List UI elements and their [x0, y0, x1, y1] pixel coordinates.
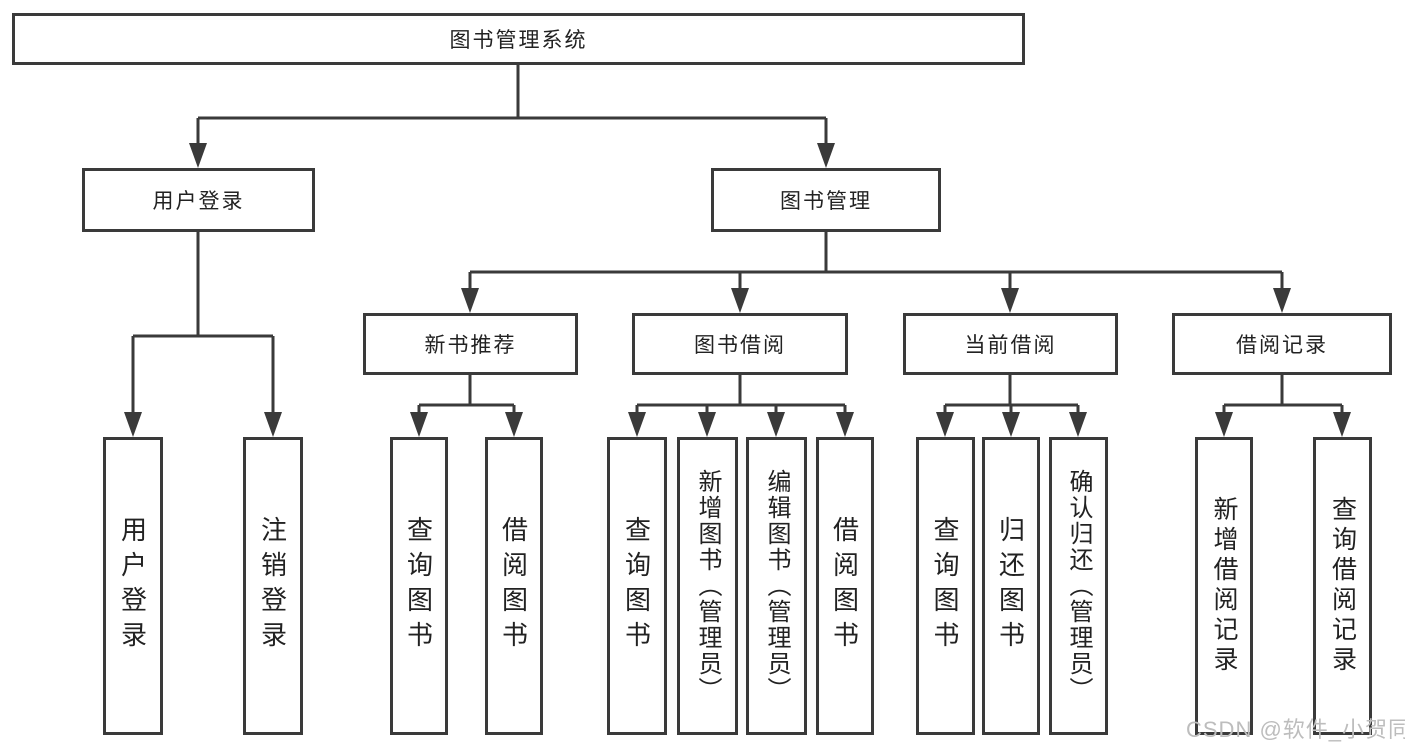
leaf-label: 查询图书: [621, 516, 652, 656]
leaf-confirm-return-admin: 确认归还（管理员）: [1049, 437, 1108, 735]
arrowhead-icon: [461, 288, 479, 313]
connector-bookmgmt-to-level3: [468, 232, 1284, 290]
arrowhead-icon: [836, 412, 854, 437]
leaf-label: 查询图书: [403, 516, 434, 656]
node-new-book-recommend: 新书推荐: [363, 313, 578, 375]
connector-borrow-to-leaves: [635, 375, 847, 414]
arrowhead-icon: [1215, 412, 1233, 437]
arrowhead-icon: [698, 412, 716, 437]
leaf-query-borrow-record: 查询借阅记录: [1313, 437, 1372, 735]
leaf-add-book-admin: 新增图书（管理员）: [677, 437, 738, 735]
arrowhead-icon: [936, 412, 954, 437]
arrowhead-icon: [264, 412, 282, 437]
node-user-login: 用户登录: [82, 168, 315, 232]
leaf-label: 确认归还（管理员）: [1065, 469, 1092, 703]
node-label: 图书借阅: [694, 334, 786, 357]
arrowhead-icon: [1333, 412, 1351, 437]
watermark: CSDN @软件_小贺同学: [1186, 717, 1405, 742]
node-root: 图书管理系统: [12, 13, 1025, 65]
node-label: 图书管理: [780, 190, 872, 213]
leaf-label: 借阅图书: [498, 516, 529, 656]
leaf-add-borrow-record: 新增借阅记录: [1195, 437, 1253, 735]
leaf-label: 编辑图书（管理员）: [763, 469, 790, 703]
arrowhead-icon: [1273, 288, 1291, 313]
arrowhead-icon: [124, 412, 142, 437]
leaf-label: 注销登录: [257, 516, 288, 656]
node-label: 新书推荐: [424, 334, 517, 357]
connector-records-to-leaves: [1222, 375, 1344, 414]
connector-current-to-leaves: [943, 375, 1080, 414]
arrowhead-icon: [505, 412, 523, 437]
leaf-borrow-books-recommend: 借阅图书: [485, 437, 543, 735]
arrowhead-icon: [189, 143, 207, 168]
arrowheads: [124, 143, 1351, 437]
leaf-label: 新增借阅记录: [1210, 496, 1238, 676]
leaf-query-books-current: 查询图书: [916, 437, 975, 735]
leaf-label: 借阅图书: [829, 516, 860, 656]
leaf-label: 新增图书（管理员）: [694, 469, 721, 703]
node-label: 用户登录: [152, 190, 245, 213]
node-book-borrow: 图书借阅: [632, 313, 848, 375]
node-label: 当前借阅: [964, 334, 1057, 357]
arrowhead-icon: [410, 412, 428, 437]
node-borrow-records: 借阅记录: [1172, 313, 1392, 375]
arrowhead-icon: [628, 412, 646, 437]
leaf-label: 查询图书: [930, 516, 960, 656]
leaf-user-login: 用户登录: [103, 437, 163, 735]
arrowhead-icon: [1002, 412, 1020, 437]
leaf-query-books-recommend: 查询图书: [390, 437, 448, 735]
arrowhead-icon: [817, 143, 835, 168]
connector-root-to-level2: [196, 64, 828, 146]
leaf-label: 归还图书: [995, 516, 1026, 656]
leaf-edit-book-admin: 编辑图书（管理员）: [746, 437, 807, 735]
leaf-logout: 注销登录: [243, 437, 303, 735]
leaf-label: 查询借阅记录: [1328, 496, 1357, 676]
arrowhead-icon: [767, 412, 785, 437]
node-label: 图书管理系统: [449, 29, 588, 52]
arrowhead-icon: [731, 288, 749, 313]
leaf-query-books-borrow: 查询图书: [607, 437, 667, 735]
leaf-borrow-books: 借阅图书: [816, 437, 874, 735]
node-current-borrow: 当前借阅: [903, 313, 1118, 375]
leaf-return-book: 归还图书: [982, 437, 1040, 735]
connector-newbook-to-leaves: [417, 375, 516, 414]
arrowhead-icon: [1069, 412, 1087, 437]
arrowhead-icon: [1001, 288, 1019, 313]
leaf-label: 用户登录: [117, 516, 148, 656]
connector-userlogin-to-leaves: [131, 232, 275, 414]
node-label: 借阅记录: [1236, 334, 1328, 357]
node-book-management: 图书管理: [711, 168, 941, 232]
